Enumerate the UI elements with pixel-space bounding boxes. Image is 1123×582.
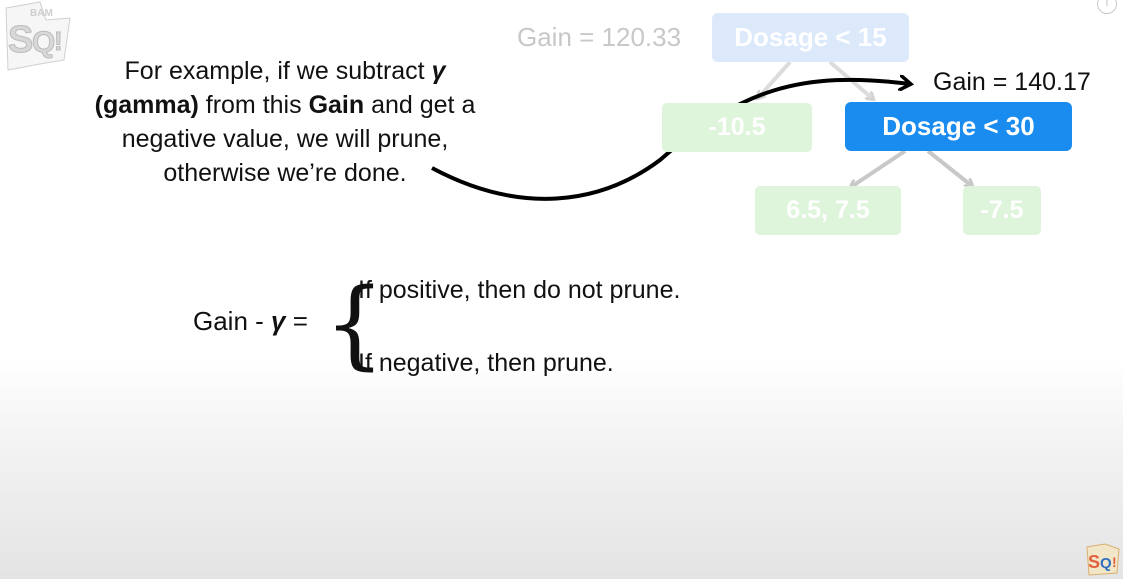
explanation-text: For example, if we subtract γ (gamma) fr… xyxy=(40,54,530,190)
root-node: Dosage < 15 xyxy=(712,13,909,62)
main-node: Dosage < 30 xyxy=(845,102,1072,151)
formula-gamma: γ xyxy=(271,306,286,336)
explanation-line2-mid: from this xyxy=(198,91,309,119)
formula-gain: Gain - xyxy=(193,306,272,336)
curved-arrow xyxy=(431,80,910,201)
svg-text:S: S xyxy=(8,19,33,61)
explanation-line4: otherwise we’re done. xyxy=(163,159,407,187)
leaf-left-main: 6.5, 7.5 xyxy=(755,186,901,235)
root-gain-label: Gain = 120.33 xyxy=(517,22,682,52)
svg-text:S: S xyxy=(1088,552,1100,572)
curly-brace: { xyxy=(324,268,386,380)
case-negative: If negative, then prune. xyxy=(358,349,614,377)
edge-main-right xyxy=(926,149,972,186)
case-positive: If positive, then do not prune. xyxy=(358,276,681,304)
svg-text:!: ! xyxy=(1112,554,1117,570)
explanation-line3: negative value, we will prune, xyxy=(121,125,449,153)
statquest-logo-small: S Q ! xyxy=(1085,543,1121,577)
formula-lhs: Gain - γ = xyxy=(193,306,308,337)
explanation-line2-post: and get a xyxy=(364,91,476,119)
svg-text:Q: Q xyxy=(32,26,55,59)
statquest-logo: S Q ! BAM xyxy=(0,0,78,78)
edge-main-left xyxy=(851,149,907,187)
svg-text:Q: Q xyxy=(1100,555,1112,572)
gamma-word: (gamma) xyxy=(94,91,199,119)
formula-equals: = xyxy=(285,306,308,336)
gain-word: Gain xyxy=(308,91,365,119)
svg-text:!: ! xyxy=(54,26,63,56)
leaf-left-root: -10.5 xyxy=(662,103,812,152)
info-icon[interactable]: i xyxy=(1097,0,1117,14)
main-gain-label: Gain = 140.17 xyxy=(933,68,1091,96)
leaf-right-main: -7.5 xyxy=(963,186,1041,235)
svg-text:BAM: BAM xyxy=(30,8,53,19)
gamma-symbol: γ xyxy=(431,57,446,85)
explanation-line1: For example, if we subtract xyxy=(124,57,432,85)
